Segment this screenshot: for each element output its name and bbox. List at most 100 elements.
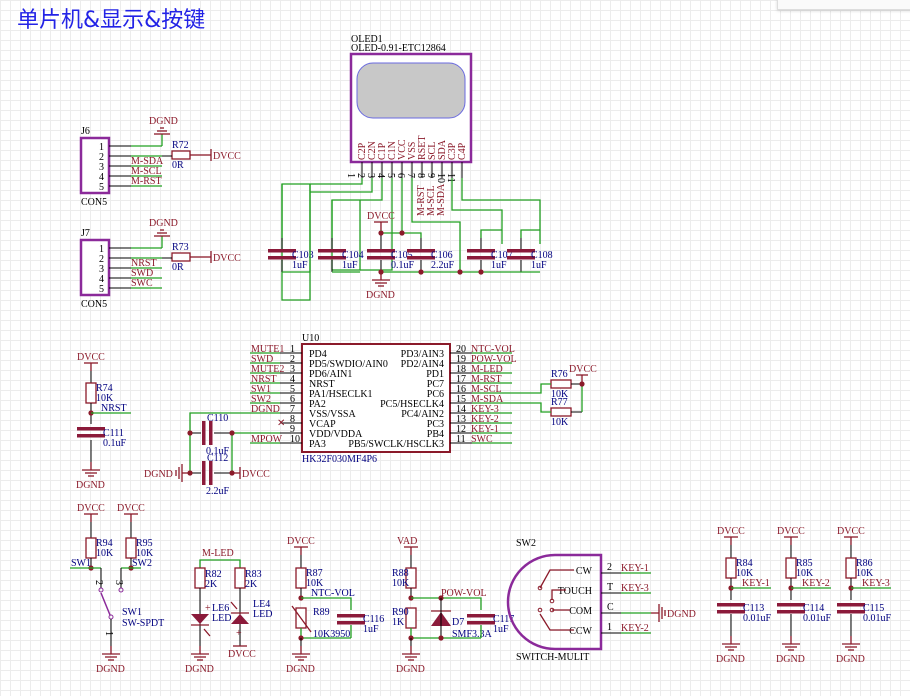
sw1-pin-number: 1 (103, 631, 114, 636)
key-res-value: 10K (736, 568, 754, 579)
reset-net-label: NRST (101, 403, 127, 414)
ground-label: DGND (776, 654, 805, 665)
j6-ref: J6 (81, 126, 90, 137)
junction (187, 430, 193, 436)
key-net-label: KEY-2 (802, 578, 830, 589)
capacitor-c108 (507, 249, 535, 253)
key-res-value: 10K (796, 568, 814, 579)
u10-pin-number: 19 (456, 354, 466, 365)
sw2-link (551, 589, 566, 600)
capacitor-c103 (268, 256, 296, 260)
r87-ref: R87 (306, 568, 323, 579)
key-cap-ref: C113 (743, 603, 764, 614)
cap-value: 1uF (292, 260, 308, 271)
switch-lever (100, 592, 111, 616)
r89-ref: R89 (313, 607, 330, 618)
wire (480, 229, 502, 238)
capacitor-c110 (209, 421, 213, 445)
sw2-pin-number: T (607, 582, 613, 593)
junction (378, 230, 384, 236)
u10-net-label: M-SDA (471, 394, 504, 405)
cap-ref: C104 (342, 250, 364, 261)
key-net-label: KEY-3 (862, 578, 890, 589)
j7-net-label: NRST (131, 258, 157, 269)
key-dvcc: DVCC (837, 526, 865, 537)
cap-value: 2.2uF (431, 260, 455, 271)
u10-net-label: SW1 (251, 384, 271, 395)
switch-contact (549, 598, 555, 604)
light-arrow (230, 601, 238, 610)
u10-vdd-label: DVCC (242, 469, 270, 480)
sw2-pin-number: C (607, 602, 614, 613)
cap-value: 1uF (491, 260, 507, 271)
u10-pin-number: 17 (456, 374, 466, 385)
r76-value: 10K (551, 389, 569, 400)
r89-value: 10K3950 (313, 629, 350, 640)
sw2-net-label: KEY-1 (621, 563, 649, 574)
wire-c103 (281, 178, 363, 301)
sw2-pin-number: 1 (607, 622, 612, 633)
u10-pin-name: PA2 (309, 399, 326, 410)
capacitor-c106 (407, 256, 435, 260)
wire-c107 (451, 178, 503, 244)
le4-value: LED (253, 609, 272, 620)
pow-net-label: POW-VOL (441, 588, 487, 599)
key-resistor (725, 557, 737, 579)
r82-resistor (194, 567, 206, 589)
ground-label: DGND (836, 654, 865, 665)
sw2-net-label: SW2 (132, 558, 152, 569)
r90-ref: R90 (392, 607, 409, 618)
r83-resistor (234, 567, 246, 589)
capacitor-c106 (407, 249, 435, 253)
u10-pin-name: PD3/AIN3 (401, 349, 444, 360)
u10-net-label: SWC (471, 434, 493, 445)
oled-pin-name: C2P (357, 142, 368, 160)
light-arrow (203, 628, 211, 637)
power-label: DVCC (213, 253, 241, 264)
key-cap-value: 0.01uF (863, 613, 892, 624)
u10-net-label: DGND (251, 404, 280, 415)
u10-net-label: M-RST (471, 374, 502, 385)
capacitor-c105 (367, 256, 395, 260)
u10-pin-number: 8 (290, 414, 295, 425)
u10-pin-name: PC5/HSECLK4 (380, 399, 444, 410)
j7-pin-number: 3 (99, 264, 104, 275)
r83-ref: R83 (245, 569, 262, 580)
u10-pin-name: PA3 (309, 439, 326, 450)
u10-pin-number: 18 (456, 364, 466, 375)
capacitor-c111 (77, 427, 105, 431)
c112-ref: C112 (207, 453, 228, 464)
u10-pin-number: 13 (456, 414, 466, 425)
r76-power-label: DVCC (569, 364, 597, 375)
wire (301, 597, 352, 610)
d7-value: SMF3.3A (452, 629, 493, 640)
switch-contact (537, 585, 543, 591)
oled-pin-number: 11 (445, 173, 456, 183)
led-plus: + (205, 603, 211, 614)
wire (512, 383, 551, 394)
key-dvcc: DVCC (777, 526, 805, 537)
oled-pin-name: VSS (407, 142, 418, 160)
sw2-link (539, 613, 574, 631)
j6-gnd-label: DGND (149, 116, 178, 127)
capacitor-c104 (318, 249, 346, 253)
junction (399, 230, 405, 236)
le6-value: LED (212, 613, 231, 624)
sw1-ref: SW1 (122, 607, 142, 618)
sw1-dvcc-2: DVCC (117, 503, 145, 514)
sw1-pin-number: 2 (93, 580, 104, 585)
wire-vss (411, 178, 461, 272)
wire-c108 (461, 178, 541, 244)
floating-panel (777, 0, 910, 10)
capacitor-c104 (318, 256, 346, 260)
u10-net-label: MPOW (251, 434, 283, 445)
u10-net-label: M-SCL (471, 384, 502, 395)
sw2-ref: SW2 (516, 538, 536, 549)
key-dvcc: DVCC (717, 526, 745, 537)
u10-pin-name: PC4/AIN2 (401, 409, 444, 420)
u10-pin-number: 10 (290, 434, 300, 445)
wire (520, 229, 540, 238)
sw2-contact-label: TOUCH (558, 586, 592, 597)
junction (457, 269, 463, 275)
